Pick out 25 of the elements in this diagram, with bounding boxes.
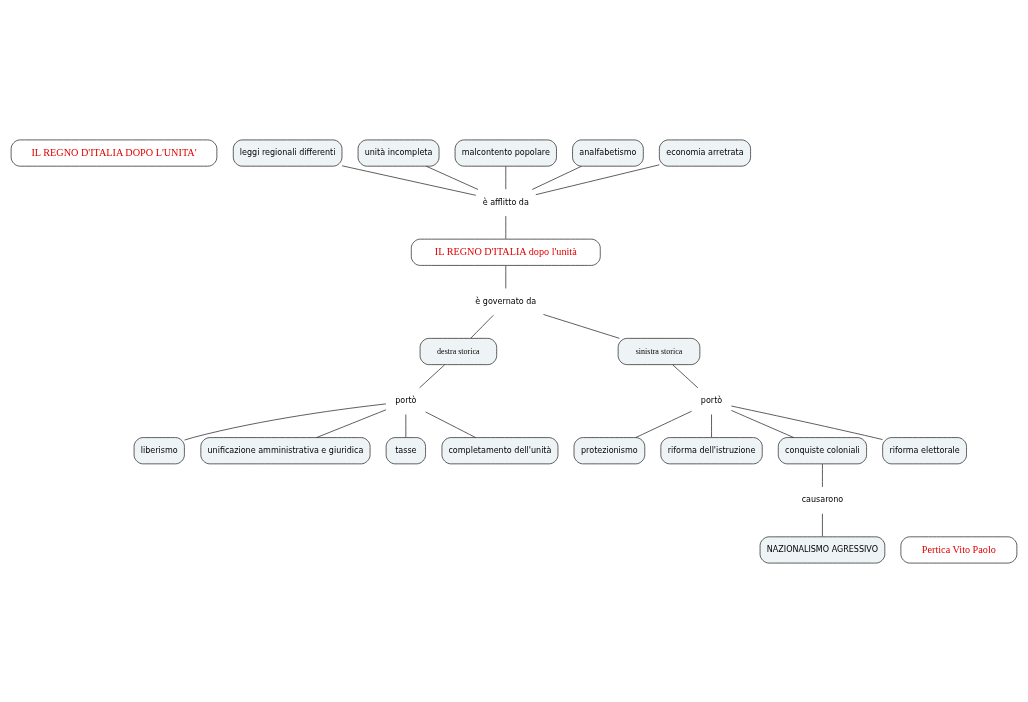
connector (731, 405, 883, 440)
connector (425, 411, 476, 438)
connector (470, 314, 494, 338)
connector (405, 413, 407, 438)
connector (672, 364, 699, 388)
connector (184, 403, 387, 440)
node-box: destra storica (419, 337, 498, 365)
connector (341, 164, 477, 196)
node-box: Pertica Vito Paolo (900, 535, 1018, 563)
node-box: IL REGNO D'ITALIA DOPO L'UNITA' (10, 139, 218, 167)
connector (635, 410, 692, 438)
connector (822, 512, 823, 537)
connector (316, 408, 387, 438)
node-box: sinistra storica (617, 337, 701, 365)
connector (822, 463, 823, 487)
connector (543, 313, 620, 339)
connector (505, 165, 507, 190)
connector (711, 413, 712, 438)
node-box: IL REGNO D'ITALIA dopo l'unità (410, 238, 601, 266)
connector (731, 409, 795, 438)
connector (531, 165, 582, 190)
connector (419, 364, 445, 388)
connector (535, 163, 660, 195)
connector (505, 264, 507, 289)
connector (426, 165, 479, 190)
